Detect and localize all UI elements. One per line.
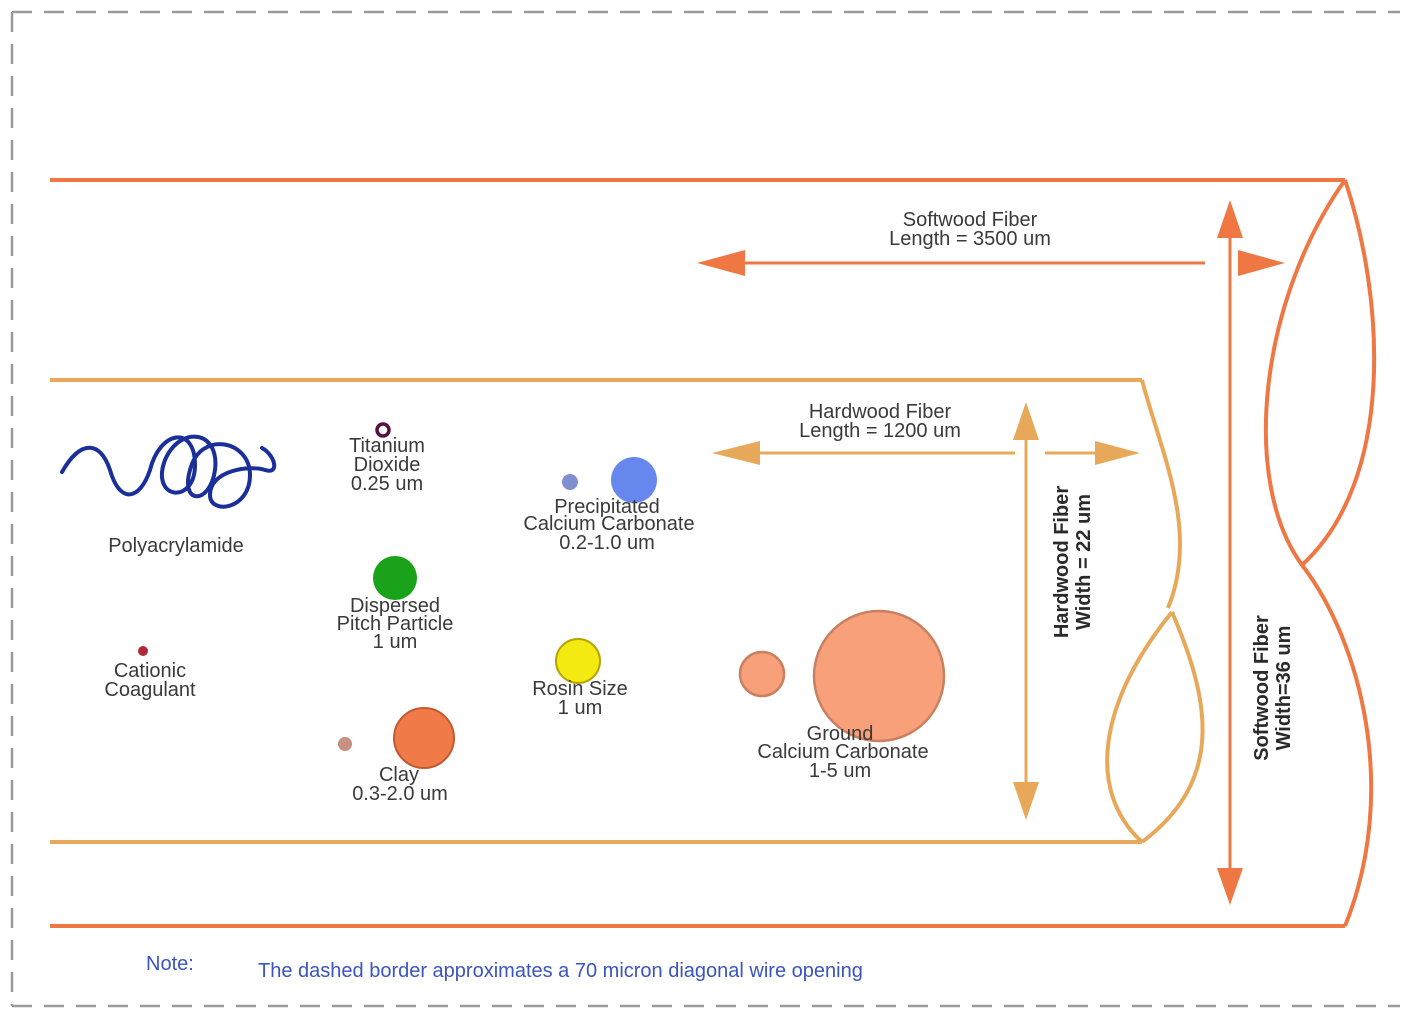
dispersed-pitch-label-line1: Dispersed	[350, 595, 440, 617]
softwood-width-arrow	[1217, 200, 1243, 905]
cationic-coagulant-label-line2: Coagulant	[104, 679, 196, 701]
dispersed-pitch-particle	[373, 556, 417, 600]
hardwood-length-arrow	[712, 441, 1140, 465]
gcc-label-line1: Ground	[807, 723, 874, 745]
gcc-label-line2: Calcium Carbonate	[757, 741, 928, 763]
gcc-small-particle	[738, 650, 786, 698]
hardwood-width-label-line1: Hardwood Fiber	[1051, 486, 1073, 638]
pcc-small-particle	[562, 474, 578, 490]
clay-label-line1: Clay	[379, 764, 419, 786]
titanium-dioxide-label-line1: Titanium	[349, 435, 425, 457]
polyacrylamide-label: Polyacrylamide	[108, 535, 244, 557]
softwood-length-arrow	[697, 250, 1285, 276]
hardwood-width-arrow	[1013, 402, 1039, 820]
clay-small-particle	[338, 737, 352, 751]
hardwood-fiber-outline	[50, 378, 1205, 844]
rosin-size-label-line1: Rosin Size	[532, 678, 628, 700]
hardwood-length-label-line1: Hardwood Fiber	[809, 401, 952, 423]
pcc-label-line2: Calcium Carbonate	[523, 513, 694, 535]
titanium-dioxide-particle	[375, 422, 391, 438]
softwood-width-label-line2: Width=36 um	[1273, 626, 1295, 751]
note-text: The dashed border approximates a 70 micr…	[258, 960, 863, 982]
rosin-size-label-line2: 1 um	[558, 697, 602, 719]
pcc-large-particle	[611, 457, 657, 503]
softwood-fiber-outline	[50, 178, 1377, 928]
gcc-label-line3: 1-5 um	[809, 760, 871, 782]
titanium-dioxide-label-line2: Dioxide	[354, 454, 421, 476]
dispersed-pitch-label-line2: Pitch Particle	[337, 613, 454, 635]
softwood-length-label-line1: Softwood Fiber	[903, 209, 1038, 231]
hardwood-length-label-line2: Length = 1200 um	[799, 420, 961, 442]
wire-opening-dashed-border	[10, 10, 1400, 1008]
clay-label-line2: 0.3-2.0 um	[352, 783, 448, 805]
gcc-large-particle	[812, 609, 946, 743]
softwood-width-label-line1: Softwood Fiber	[1251, 615, 1273, 761]
hardwood-width-label-line2: Width = 22 um	[1073, 494, 1095, 630]
clay-large-particle	[393, 707, 455, 769]
pcc-label-line1: Precipitated	[554, 496, 660, 518]
dispersed-pitch-label-line3: 1 um	[373, 631, 417, 653]
softwood-length-label-line2: Length = 3500 um	[889, 228, 1051, 250]
rosin-size-particle	[555, 638, 601, 684]
note-label: Note:	[146, 953, 194, 975]
titanium-dioxide-label-line3: 0.25 um	[351, 473, 423, 495]
cationic-coagulant-label-line1: Cationic	[114, 660, 186, 682]
polyacrylamide-coil-icon	[60, 434, 277, 509]
cationic-coagulant-particle	[138, 646, 148, 656]
pcc-label-line3: 0.2-1.0 um	[559, 532, 655, 554]
